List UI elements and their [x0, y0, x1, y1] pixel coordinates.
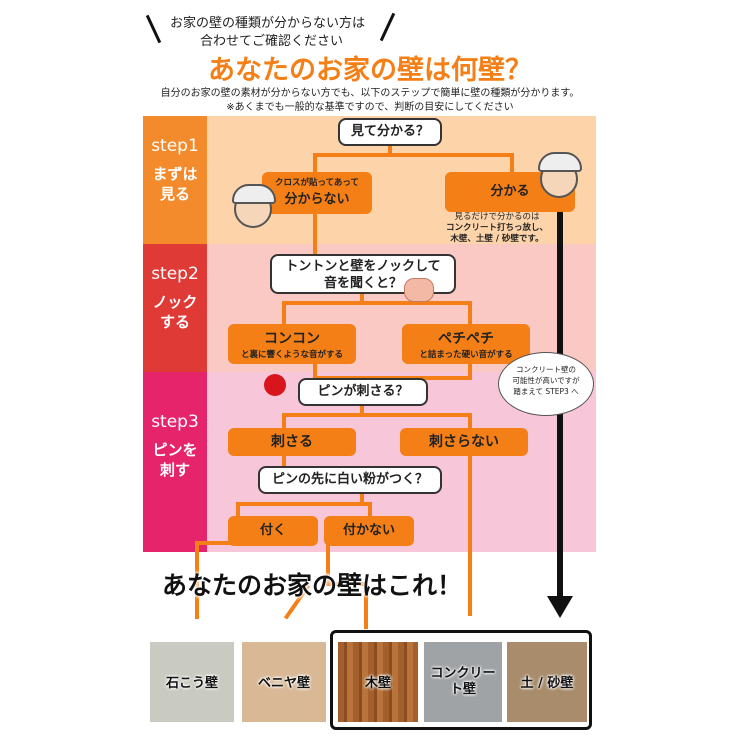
- connector: [360, 292, 364, 304]
- answer-cannot-tell-note: クロスが貼ってあって: [275, 178, 359, 188]
- result-earth-sand-label: 土 / 砂壁: [520, 676, 574, 691]
- connector: [360, 492, 364, 504]
- can-tell-note-2: コンクリート打ちっ放し、: [445, 223, 548, 233]
- question-pin-text: ピンが刺さる？: [317, 384, 409, 399]
- answer-can-tell-text: 分かる: [490, 184, 530, 199]
- answer-cannot-tell: クロスが貼ってあって 分からない: [262, 172, 372, 214]
- answer-pierces: 刺さる: [228, 428, 356, 456]
- can-tell-note-3: 木壁、土壁 / 砂壁です。: [450, 234, 544, 244]
- connector: [195, 541, 199, 619]
- intro-line-2: ※あくまでも一般的な基準ですので、判断の目安にしてください: [226, 102, 514, 113]
- connector: [360, 404, 364, 416]
- knocking-hand-icon: [404, 278, 434, 302]
- connector: [468, 301, 472, 325]
- question-white-powder: ピンの先に白い粉がつく？: [258, 466, 442, 494]
- top-note-line-1: お家の壁の種類が分からない方は: [170, 16, 366, 31]
- step3-label: step3 ピンを 刺す: [143, 372, 207, 552]
- result-gypsum-wall: 石こう壁: [150, 642, 234, 722]
- step1-text-2: 見る: [159, 185, 190, 203]
- result-plywood-wall: ベニヤ壁: [242, 642, 326, 722]
- question-white-powder-text: ピンの先に白い粉がつく？: [271, 472, 428, 487]
- answer-not-attach-text: 付かない: [342, 523, 395, 538]
- top-note-slash-right: [379, 12, 396, 42]
- top-note-slash-left: [145, 14, 162, 44]
- step3-text-2: 刺す: [159, 461, 190, 479]
- intro-line-1: 自分のお家の壁の素材が分からない方でも、以下のステップで簡単に壁の種類が分かりま…: [160, 88, 580, 99]
- result-wood-wall: 木壁: [338, 642, 418, 722]
- concrete-hint-line-2: 可能性が高いですが: [512, 376, 580, 385]
- connector: [388, 144, 392, 156]
- answer-konkon-text: コンコン: [264, 331, 320, 347]
- step1-text-1: まずは: [152, 165, 198, 183]
- step2-text-2: する: [159, 313, 190, 331]
- connector: [282, 413, 472, 417]
- connector: [313, 153, 317, 173]
- answer-pechipechi-text: ペチペチ: [438, 331, 494, 347]
- connector: [282, 301, 286, 325]
- result-concrete-wall: コンクリート壁: [424, 642, 502, 722]
- question-knock: トントンと壁をノックして 音を聞くと？: [270, 254, 456, 294]
- step2-label: step2 ノック する: [143, 244, 207, 372]
- connector: [195, 541, 240, 545]
- connector: [368, 502, 372, 516]
- answer-not-pierce-text: 刺さらない: [429, 434, 499, 450]
- answer-pierces-text: 刺さる: [271, 434, 313, 450]
- connector: [468, 413, 472, 429]
- visual-result-box: [330, 630, 592, 730]
- question-knock-line-2: 音を聞くと？: [323, 276, 402, 291]
- answer-pechipechi: ペチペチ と詰まった硬い音がする: [402, 324, 530, 364]
- connector: [282, 456, 286, 468]
- connector: [313, 153, 513, 157]
- pushpin-icon: [264, 374, 286, 396]
- connector: [468, 456, 472, 616]
- can-tell-note: 見るだけで分かるのは コンクリート打ちっ放し、 木壁、土壁 / 砂壁です。: [432, 212, 562, 245]
- connector: [313, 364, 317, 378]
- step1-step: step1: [151, 136, 199, 156]
- question-look-text: 見て分かる？: [350, 124, 429, 139]
- result-plywood-label: ベニヤ壁: [257, 676, 310, 691]
- connector: [468, 364, 472, 378]
- result-arrow-head: [547, 596, 573, 618]
- top-note-line-2: 合わせてご確認ください: [200, 34, 344, 49]
- connector: [282, 413, 286, 429]
- answer-konkon: コンコン と裏に響くような音がする: [228, 324, 356, 364]
- page-title: あなたのお家の壁は何壁？: [208, 55, 532, 86]
- answer-cannot-tell-text: 分からない: [284, 192, 350, 207]
- result-earth-sand-wall: 土 / 砂壁: [507, 642, 587, 722]
- answer-not-pierce: 刺さらない: [400, 428, 528, 456]
- result-concrete-label: コンクリート壁: [430, 666, 496, 697]
- question-knock-line-1: トントンと壁をノックして: [285, 259, 441, 274]
- answer-konkon-sub: と裏に響くような音がする: [240, 350, 343, 360]
- concrete-hint-bubble: コンクリート壁の 可能性が高いですが 踏まえて STEP3 へ: [498, 352, 594, 416]
- worker-helmet-icon: [538, 152, 582, 172]
- question-pin: ピンが刺さる？: [298, 378, 428, 406]
- result-heading: あなたのお家の壁はこれ！: [162, 571, 463, 600]
- connector: [313, 212, 317, 254]
- connector: [236, 502, 240, 516]
- connector: [236, 502, 372, 506]
- worker-helmet-icon: [232, 184, 276, 204]
- connector: [510, 153, 514, 173]
- answer-attaches: 付く: [228, 516, 318, 546]
- step1-label: step1 まずは 見る: [143, 116, 207, 244]
- question-look: 見て分かる？: [338, 118, 442, 146]
- can-tell-note-1: 見るだけで分かるのは: [454, 212, 540, 222]
- connector: [326, 582, 368, 586]
- answer-attaches-text: 付く: [259, 523, 286, 538]
- step2-text-1: ノック: [152, 293, 198, 311]
- step3-step: step3: [151, 412, 199, 432]
- result-wood-label: 木壁: [364, 676, 391, 691]
- step3-text-1: ピンを: [152, 441, 198, 459]
- answer-pechipechi-sub: と詰まった硬い音がする: [419, 350, 513, 360]
- connector: [364, 585, 368, 629]
- answer-not-attach: 付かない: [324, 516, 414, 546]
- connector: [282, 301, 472, 305]
- connector: [326, 545, 330, 585]
- concrete-hint-line-1: コンクリート壁の: [516, 365, 576, 374]
- concrete-hint-line-3: 踏まえて STEP3 へ: [513, 387, 579, 396]
- result-gypsum-label: 石こう壁: [165, 676, 218, 691]
- step2-step: step2: [151, 264, 199, 284]
